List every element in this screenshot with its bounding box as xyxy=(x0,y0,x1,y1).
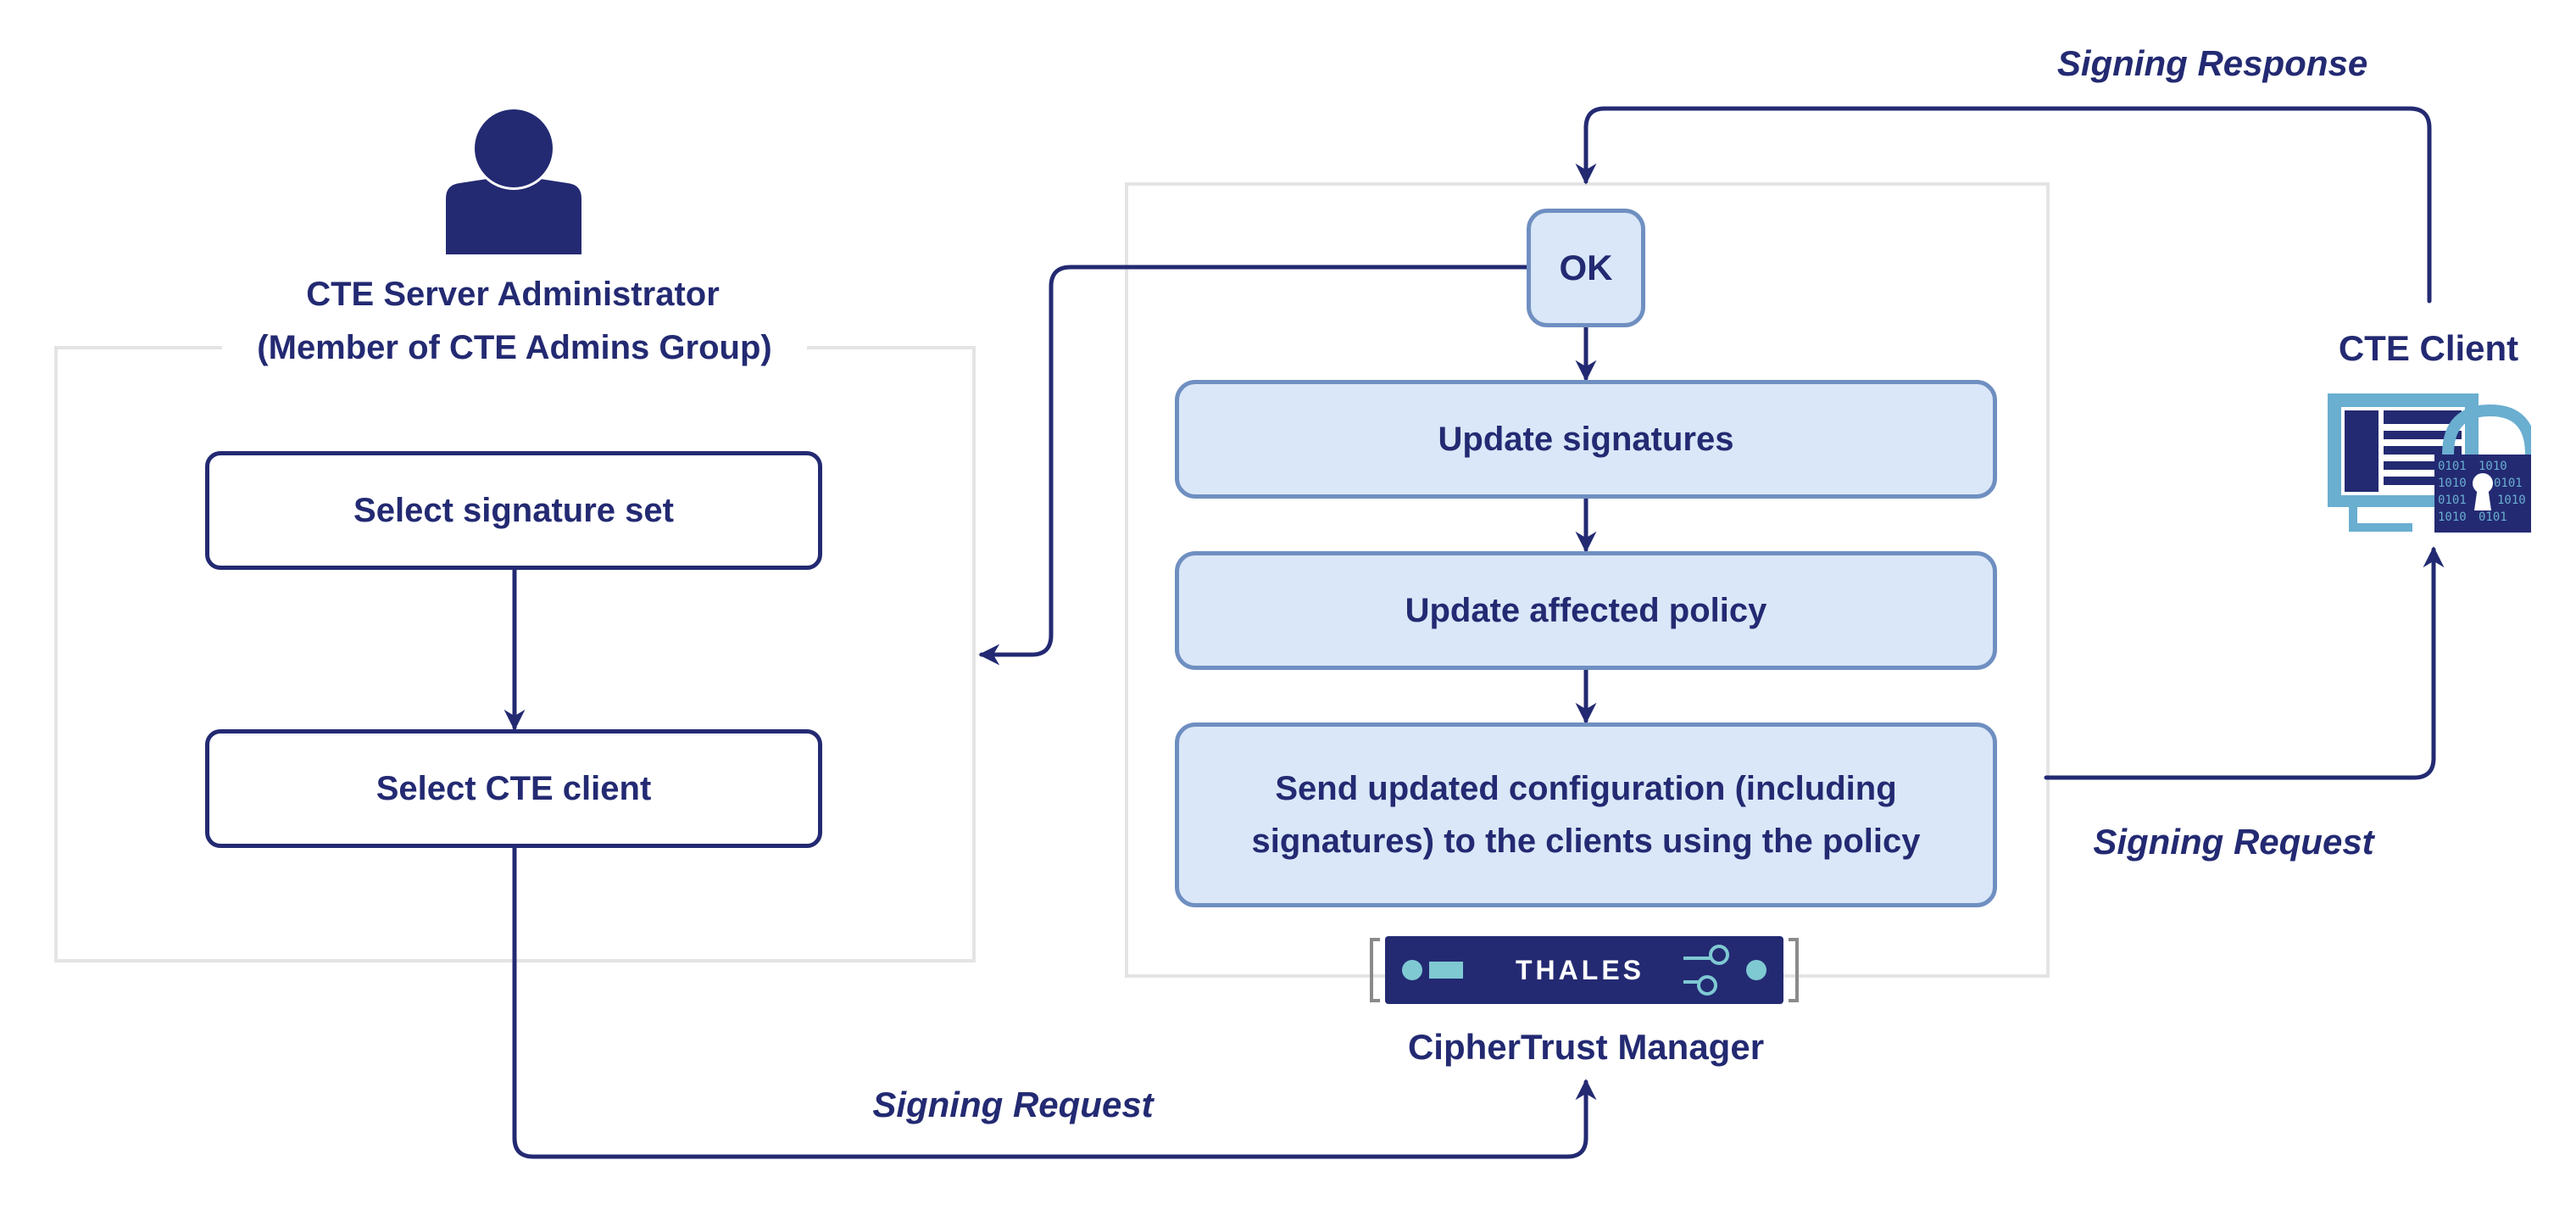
cte-client-label: CTE Client xyxy=(2338,328,2519,368)
admin-title-line2: (Member of CTE Admins Group) xyxy=(222,326,807,370)
svg-text:0101: 0101 xyxy=(2438,494,2467,507)
update-affected-policy-box[interactable]: Update affected policy xyxy=(1175,551,1997,670)
appliance-brand: THALES xyxy=(1516,955,1644,985)
send-configuration-box[interactable]: Send updated configuration (including si… xyxy=(1175,722,1997,907)
svg-text:0101: 0101 xyxy=(2494,477,2523,490)
arrow-manager-signing-request xyxy=(2044,546,2445,780)
svg-text:1010: 1010 xyxy=(2479,460,2507,473)
arrow-signing-response xyxy=(1575,106,2432,304)
signing-response-label: Signing Response xyxy=(2056,43,2368,83)
ciphertrust-manager-label: CipherTrust Manager xyxy=(1407,1027,1765,1067)
svg-text:1010: 1010 xyxy=(2438,510,2467,524)
appliance-icon: THALES xyxy=(1368,933,1800,1007)
admin-title-line1: CTE Server Administrator xyxy=(306,276,720,313)
arrow-admin-signing-request xyxy=(512,845,1597,1159)
select-cte-client-box[interactable]: Select CTE client xyxy=(205,729,822,848)
select-signature-set-box[interactable]: Select signature set xyxy=(205,451,822,570)
monitor-lock-icon: 0101 1010 1010 0101 0101 1010 1010 0101 xyxy=(2328,393,2531,533)
svg-text:1010: 1010 xyxy=(2497,494,2526,507)
update-signatures-box[interactable]: Update signatures xyxy=(1175,380,1997,499)
signing-request-admin-label: Signing Request xyxy=(872,1085,1154,1124)
svg-text:1010: 1010 xyxy=(2438,477,2467,490)
svg-text:0101: 0101 xyxy=(2438,460,2467,473)
svg-text:0101: 0101 xyxy=(2479,510,2507,524)
user-icon xyxy=(446,109,581,254)
ok-box[interactable]: OK xyxy=(1527,209,1645,327)
signing-request-client-label: Signing Request xyxy=(2093,822,2374,862)
arrow-ok-to-admin xyxy=(978,265,1531,666)
